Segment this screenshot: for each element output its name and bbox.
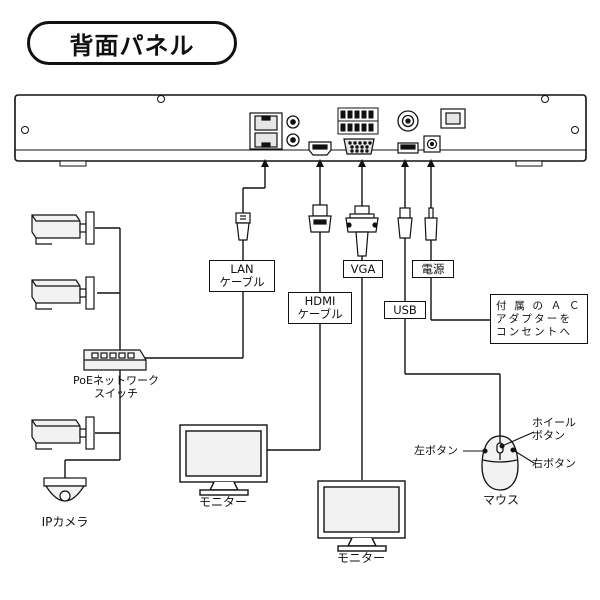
dc-plug-icon (424, 207, 438, 241)
ac-adapter-note: 付 属 の Ａ Ｃ アダプターを コンセントへ (490, 294, 588, 344)
hdmi-cable-label: HDMI ケーブル (288, 292, 352, 324)
vga-connector-icon (345, 205, 379, 257)
audio-jack-icon (286, 115, 300, 147)
ac-adapter-note-line1: 付 属 の Ａ Ｃ (496, 299, 582, 312)
ip-camera-icon (31, 276, 95, 310)
monitor-icon (317, 480, 406, 552)
ac-adapter-note-line2: アダプターを (496, 312, 573, 325)
hdmi-cable-label-line2: ケーブル (297, 307, 343, 321)
usb-port-icon (397, 142, 419, 154)
vga-cable-label: VGA (343, 260, 383, 278)
ip-camera-label: IPカメラ (41, 515, 89, 529)
alarm-terminal-icon (337, 107, 379, 135)
wheel-button-label-line1: ホイール (532, 416, 576, 429)
ip-camera-icon (31, 211, 95, 245)
hdmi-connector-icon (308, 204, 332, 233)
poe-switch-label-line1: PoEネットワーク (73, 374, 159, 387)
panel-foot-left (59, 160, 87, 167)
nvr-back-panel (14, 94, 587, 167)
lan-cable-label-line1: LAN (230, 262, 254, 276)
dome-camera-icon (43, 477, 87, 502)
lan-cable-label: LAN ケーブル (209, 260, 275, 292)
wheel-button-label-line2: ボタン (532, 429, 565, 442)
monitor-vga-label: モニター (336, 551, 385, 565)
left-button-label: 左ボタン (414, 444, 458, 457)
poe-switch-icon (83, 349, 147, 371)
page-title: 背面パネル (27, 21, 237, 65)
hdmi-cable-label-line1: HDMI (304, 294, 336, 308)
right-button-label: 右ボタン (532, 457, 576, 470)
monitor-icon (179, 424, 268, 496)
panel-body (14, 94, 587, 162)
poe-switch-label-line2: スイッチ (94, 387, 138, 400)
usb-cable-label: USB (384, 301, 426, 319)
connection-lines (64, 159, 501, 480)
screw-icon (21, 95, 579, 134)
hdmi-port-icon (308, 141, 332, 156)
ac-adapter-note-line3: コンセントへ (496, 325, 573, 338)
lan-cable-label-line2: ケーブル (219, 275, 265, 289)
lan-connector-icon (235, 212, 251, 241)
vga-port-icon (343, 138, 375, 155)
video-out-jack-icon (397, 110, 419, 132)
mouse-label: マウス (482, 493, 519, 507)
poe-switch-label: PoEネットワーク スイッチ (66, 374, 166, 400)
power-switch-icon (440, 108, 466, 129)
panel-foot-right (515, 160, 543, 167)
monitor-hdmi-label: モニター (198, 495, 247, 509)
power-cable-label: 電源 (412, 260, 454, 278)
lan-port-icon (249, 112, 283, 150)
mouse-icon (481, 435, 519, 491)
ip-camera-icon (31, 416, 95, 450)
usb-connector-icon (397, 207, 413, 239)
dc-in-jack-icon (423, 135, 441, 153)
mouse-pointer-lines (463, 431, 535, 464)
wheel-button-label: ホイール ボタン (532, 416, 588, 442)
